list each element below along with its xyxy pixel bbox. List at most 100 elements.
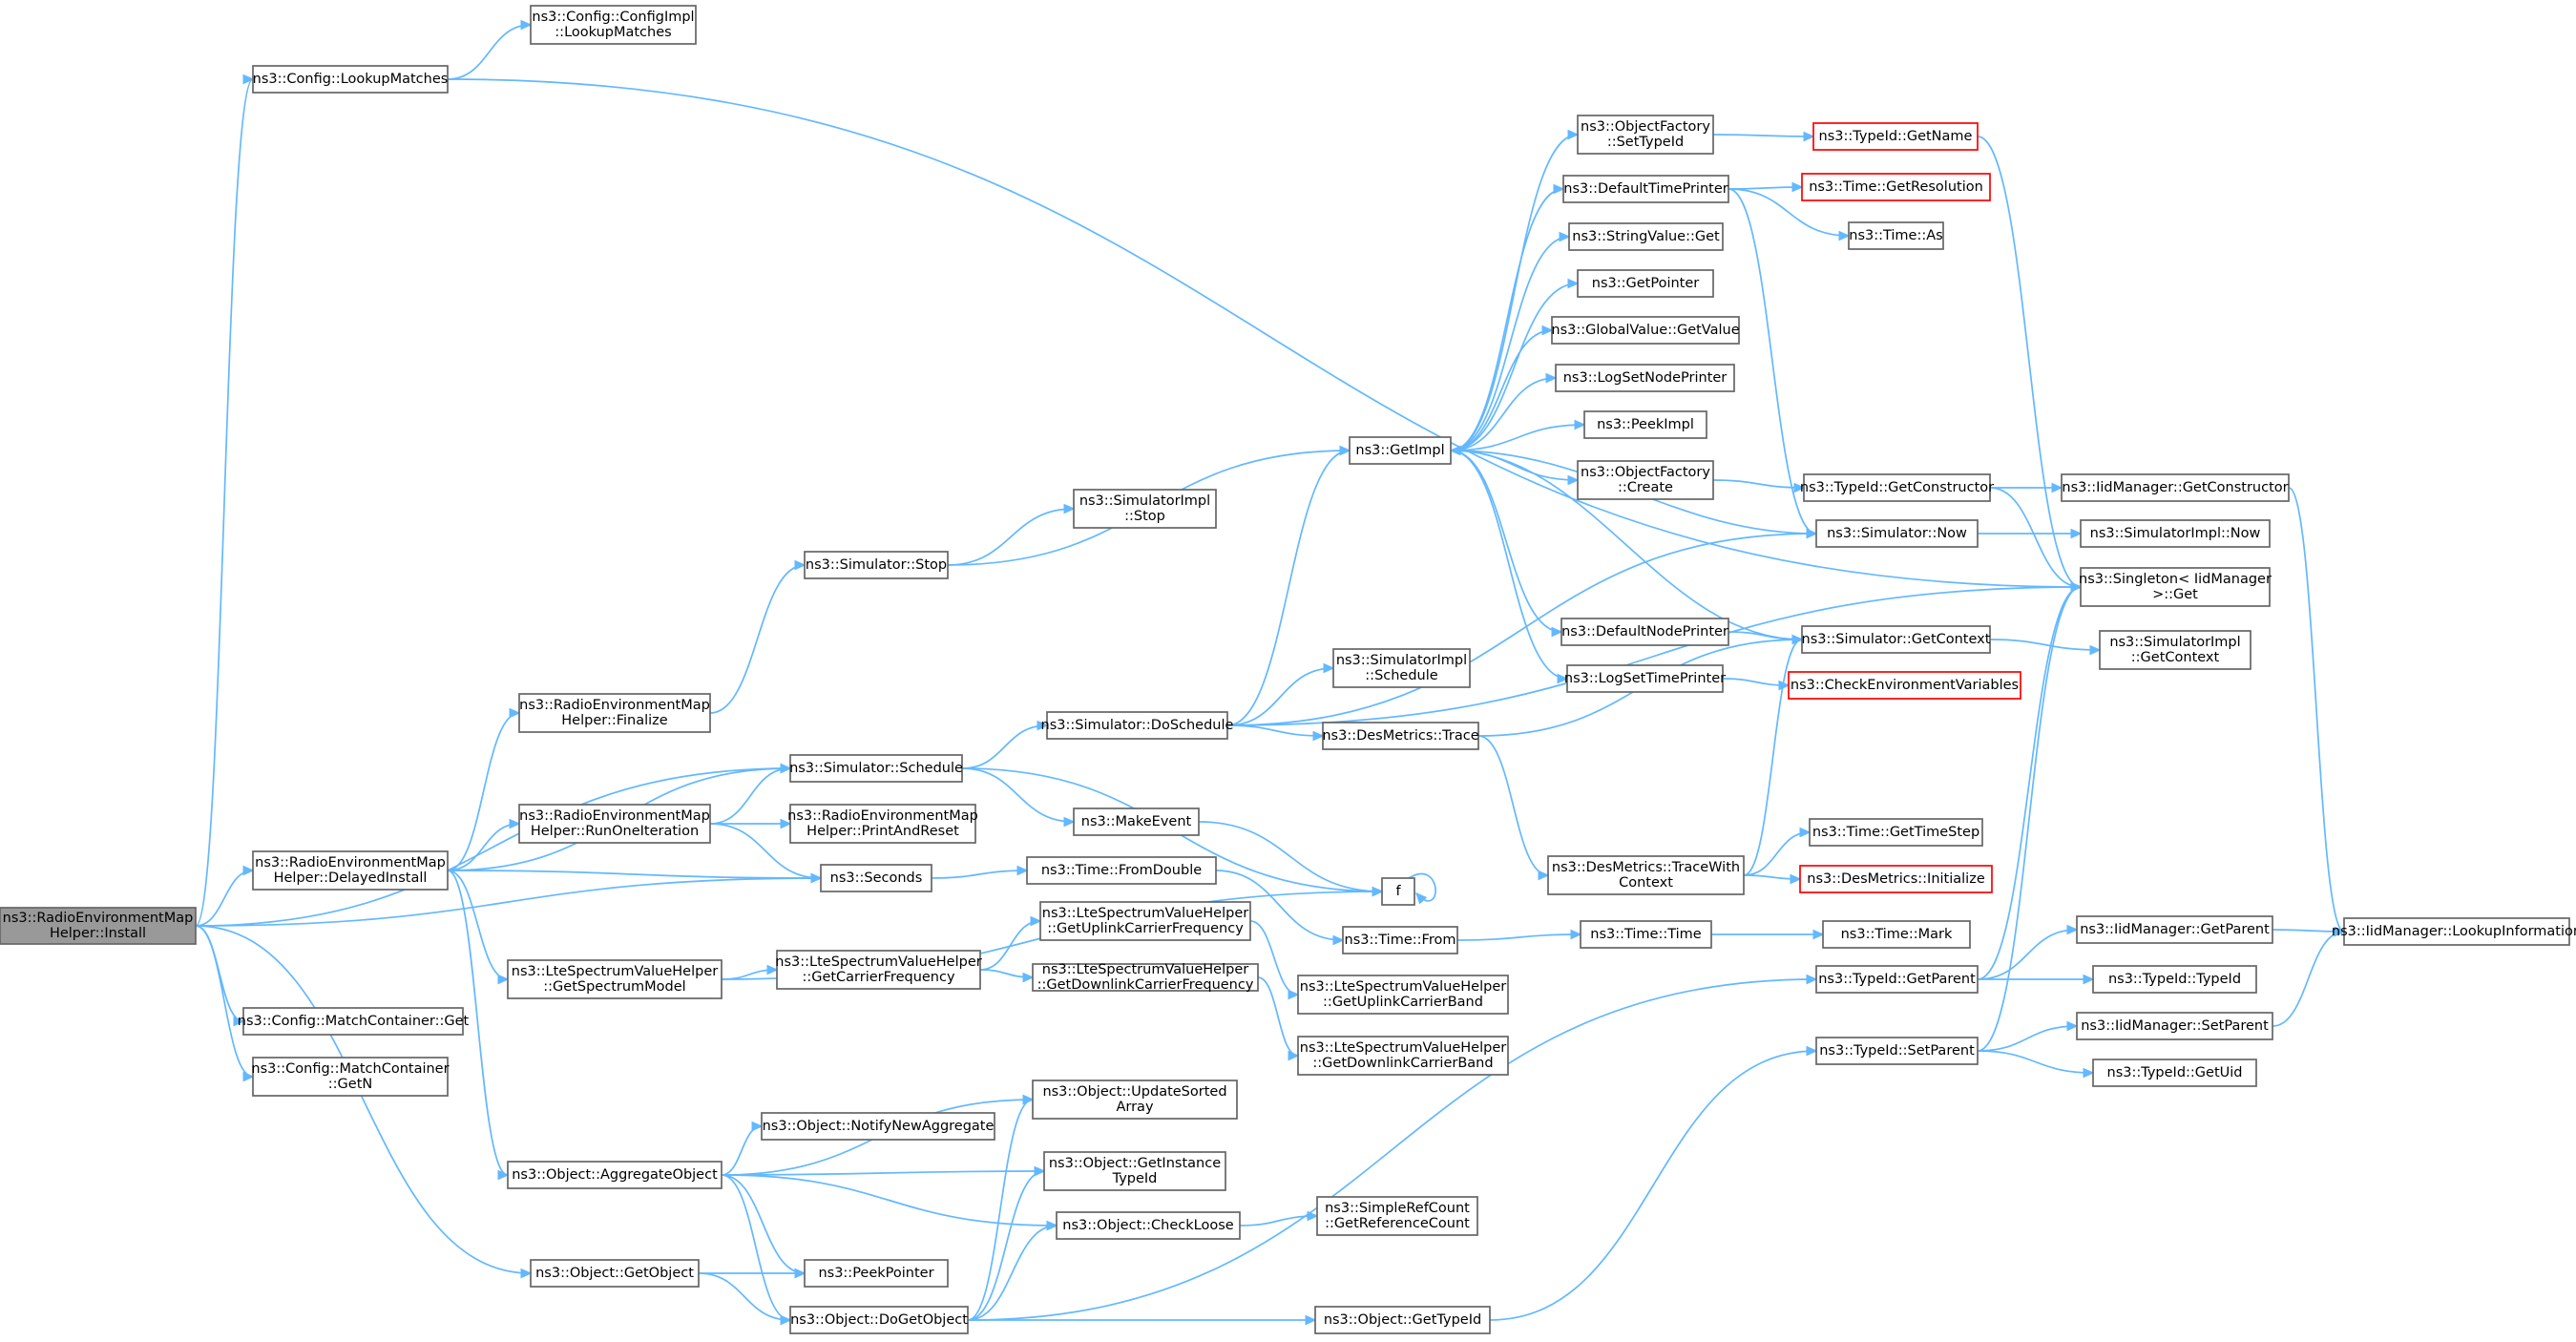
node-sim_getcontext[interactable]: ns3::Simulator::GetContext — [1801, 625, 1991, 654]
edge-typeid_getname-to-singleton_get — [1977, 136, 2081, 587]
node-iid_getparent[interactable]: ns3::IidManager::GetParent — [2076, 915, 2273, 944]
node-makeevent[interactable]: ns3::MakeEvent — [1073, 807, 1200, 836]
node-box — [2080, 567, 2271, 607]
node-delayedinstall[interactable]: ns3::RadioEnvironmentMapHelper::DelayedI… — [252, 850, 449, 891]
node-simimpl_getcontext[interactable]: ns3::SimulatorImpl::GetContext — [2099, 630, 2251, 670]
node-getdownlinkcarrierfreq[interactable]: ns3::LteSpectrumValueHelper::GetDownlink… — [1032, 962, 1259, 993]
edge-getuplinkcarrierfreq-to-getuplinkcarrierband — [1249, 920, 1298, 995]
node-label: ns3::Time::From — [1345, 933, 1456, 948]
node-label: ::GetUplinkCarrierBand — [1323, 995, 1483, 1010]
node-time_fromdouble[interactable]: ns3::Time::FromDouble — [1026, 856, 1217, 885]
node-simimpl_now[interactable]: ns3::SimulatorImpl::Now — [2080, 519, 2271, 548]
node-time_as[interactable]: ns3::Time::As — [1848, 221, 1944, 250]
node-notifynewaggregate[interactable]: ns3::Object::NotifyNewAggregate — [761, 1112, 995, 1141]
node-box — [789, 1306, 969, 1334]
node-dogetobject[interactable]: ns3::Object::DoGetObject — [789, 1306, 969, 1334]
node-time_mark[interactable]: ns3::Time::Mark — [1822, 920, 1971, 949]
node-stringvalue_get[interactable]: ns3::StringValue::Get — [1568, 222, 1724, 251]
node-singleton_get[interactable]: ns3::Singleton< IidManager >::Get — [2079, 567, 2272, 607]
edge-sim_doschedule-to-getimpl — [1226, 451, 1350, 726]
node-label: ns3::TypeId::SetParent — [1819, 1043, 1975, 1059]
node-label: Helper::PrintAndReset — [806, 824, 959, 839]
node-runoneiteration[interactable]: ns3::RadioEnvironmentMapHelper::RunOneIt… — [518, 804, 711, 844]
node-label: ns3::Simulator::Schedule — [789, 761, 963, 776]
nodes-layer: ns3::RadioEnvironmentMapHelper::Installn… — [0, 5, 2576, 1334]
node-time_gettimestep[interactable]: ns3::Time::GetTimeStep — [1809, 818, 1983, 847]
node-box — [1073, 807, 1200, 836]
node-simimpl_stop[interactable]: ns3::SimulatorImpl::Stop — [1073, 489, 1217, 529]
node-iid_getconstructor[interactable]: ns3::IidManager::GetConstructor — [2061, 473, 2290, 502]
node-getspectrummodel[interactable]: ns3::LteSpectrumValueHelper::GetSpectrum… — [507, 959, 723, 999]
edge-desmetrics_tracewithcontext-to-sim_getcontext — [1743, 640, 1802, 876]
edge-desmetrics_tracewithcontext-to-desmetrics_initialize — [1743, 875, 1800, 879]
node-object_gettypeid[interactable]: ns3::Object::GetTypeId — [1314, 1306, 1491, 1334]
node-printandreset[interactable]: ns3::RadioEnvironmentMapHelper::PrintAnd… — [787, 804, 978, 844]
node-getpointer[interactable]: ns3::GetPointer — [1577, 269, 1714, 298]
node-typeid_getconstructor[interactable]: ns3::TypeId::GetConstructor — [1800, 473, 1994, 502]
node-box — [2092, 1059, 2257, 1087]
node-label: ns3::DesMetrics::Initialize — [1807, 871, 1985, 887]
node-sim_doschedule[interactable]: ns3::Simulator::DoSchedule — [1041, 711, 1234, 740]
node-globalvalue_getvalue[interactable]: ns3::GlobalValue::GetValue — [1551, 316, 1740, 345]
node-sim_schedule[interactable]: ns3::Simulator::Schedule — [789, 754, 963, 783]
node-typeid_setparent[interactable]: ns3::TypeId::SetParent — [1815, 1037, 1979, 1065]
node-box — [1580, 920, 1712, 949]
node-iid_lookupinformation[interactable]: ns3::IidManager::LookupInformation — [2332, 917, 2576, 946]
node-checkenvvars[interactable]: ns3::CheckEnvironmentVariables — [1788, 671, 2021, 700]
node-checkloose[interactable]: ns3::Object::CheckLoose — [1056, 1211, 1241, 1240]
node-peekimpl[interactable]: ns3::PeekImpl — [1583, 410, 1707, 439]
node-getdownlinkcarrierband[interactable]: ns3::LteSpectrumValueHelper::GetDownlink… — [1297, 1036, 1509, 1076]
node-simimpl_schedule[interactable]: ns3::SimulatorImpl::Schedule — [1332, 648, 1471, 688]
node-getobject[interactable]: ns3::Object::GetObject — [530, 1259, 700, 1288]
node-sim_stop[interactable]: ns3::Simulator::Stop — [804, 551, 949, 579]
node-box — [804, 1259, 949, 1288]
node-typeid_getparent[interactable]: ns3::TypeId::GetParent — [1815, 965, 1979, 994]
node-cfgimpl_lookup[interactable]: ns3::Config::ConfigImpl::LookupMatches — [530, 5, 697, 45]
node-mc_getn[interactable]: ns3::Config::MatchContainer::GetN — [251, 1057, 450, 1097]
node-f[interactable]: f — [1381, 877, 1415, 906]
node-typeid_getname[interactable]: ns3::TypeId::GetName — [1812, 122, 1979, 151]
node-time_time[interactable]: ns3::Time::Time — [1580, 920, 1712, 949]
node-time_getresolution[interactable]: ns3::Time::GetResolution — [1801, 173, 1991, 201]
node-label: ns3::LteSpectrumValueHelper — [1042, 906, 1248, 921]
node-peekpointer[interactable]: ns3::PeekPointer — [804, 1259, 949, 1288]
node-defaultnodeprinter[interactable]: ns3::DefaultNodePrinter — [1560, 618, 1729, 646]
node-mc_get[interactable]: ns3::Config::MatchContainer::Get — [238, 1007, 470, 1036]
node-box — [789, 754, 963, 783]
node-getuplinkcarrierfreq[interactable]: ns3::LteSpectrumValueHelper::GetUplinkCa… — [1039, 901, 1251, 941]
node-box — [530, 1259, 700, 1288]
node-desmetrics_initialize[interactable]: ns3::DesMetrics::Initialize — [1799, 865, 1993, 893]
node-getimpl[interactable]: ns3::GetImpl — [1349, 436, 1452, 465]
node-getreferencecount[interactable]: ns3::SimpleRefCount::GetReferenceCount — [1316, 1196, 1478, 1236]
edge-getdownlinkcarrierfreq-to-getdownlinkcarrierband — [1257, 976, 1298, 1056]
node-typeid_getuid[interactable]: ns3::TypeId::GetUid — [2092, 1059, 2257, 1087]
edge-typeid_getconstructor-to-singleton_get — [1989, 487, 2081, 587]
node-getcarrierfreq[interactable]: ns3::LteSpectrumValueHelper::GetCarrierF… — [775, 950, 982, 990]
node-typeid_typeid[interactable]: ns3::TypeId::TypeId — [2092, 965, 2257, 994]
node-lookupmatches[interactable]: ns3::Config::LookupMatches — [252, 65, 449, 94]
node-getuplinkcarrierband[interactable]: ns3::LteSpectrumValueHelper::GetUplinkCa… — [1297, 975, 1509, 1015]
node-aggregateobject[interactable]: ns3::Object::AggregateObject — [507, 1161, 723, 1189]
node-label: ns3::SimulatorImpl — [2109, 635, 2240, 650]
node-label: ns3::Object::AggregateObject — [512, 1167, 718, 1183]
node-of_settypeid[interactable]: ns3::ObjectFactory::SetTypeId — [1577, 115, 1714, 155]
node-label: ns3::PeekPointer — [818, 1266, 933, 1281]
node-logsetnodeprinter[interactable]: ns3::LogSetNodePrinter — [1555, 364, 1735, 392]
node-label: ns3::Simulator::GetContext — [1802, 632, 1991, 647]
node-of_create[interactable]: ns3::ObjectFactory::Create — [1577, 460, 1714, 500]
node-iid_setparent[interactable]: ns3::IidManager::SetParent — [2076, 1012, 2273, 1040]
node-sim_now[interactable]: ns3::Simulator::Now — [1815, 519, 1979, 548]
node-label: ns3::LogSetNodePrinter — [1563, 370, 1728, 386]
node-label: ns3::Object::GetInstance — [1049, 1156, 1221, 1171]
node-defaulttimeprinter[interactable]: ns3::DefaultTimePrinter — [1562, 175, 1729, 203]
node-seconds[interactable]: ns3::Seconds — [820, 864, 932, 892]
node-time_from[interactable]: ns3::Time::From — [1342, 926, 1458, 954]
node-box — [1815, 1037, 1979, 1065]
node-logsettimeprinter[interactable]: ns3::LogSetTimePrinter — [1564, 664, 1726, 693]
node-desmetrics_trace[interactable]: ns3::DesMetrics::Trace — [1322, 722, 1479, 750]
